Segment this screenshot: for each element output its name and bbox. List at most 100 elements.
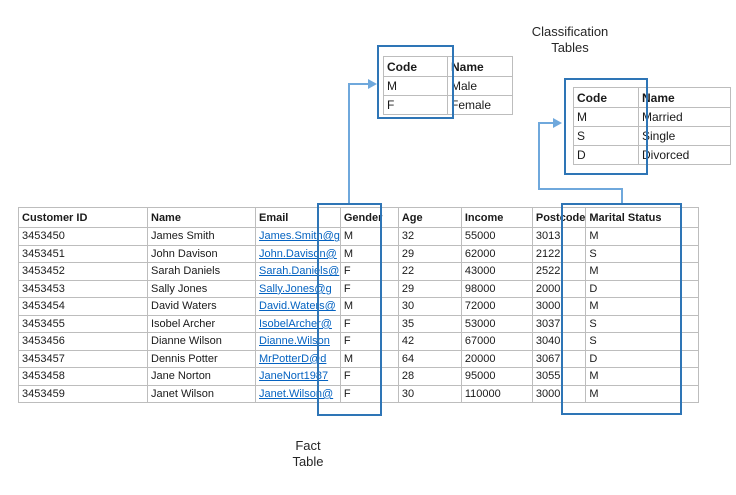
email-link[interactable]: JaneNort1987 xyxy=(255,367,341,386)
cell: 3453452 xyxy=(18,262,148,281)
cell: 43000 xyxy=(460,262,533,281)
column-header: Customer ID xyxy=(18,207,148,228)
column-header: Email xyxy=(255,207,341,228)
column-header: Name xyxy=(638,87,731,108)
cell: 29 xyxy=(397,244,462,263)
cell: 3453454 xyxy=(18,297,148,316)
cell: Isobel Archer xyxy=(147,314,256,333)
cell: 2122 xyxy=(531,244,587,263)
cell: David Waters xyxy=(147,297,256,316)
fact-label-line1: Fact xyxy=(295,438,321,453)
cell: 22 xyxy=(397,262,462,281)
cell: 42 xyxy=(397,332,462,351)
cell: 30 xyxy=(397,297,462,316)
classification-label-line1: Classification xyxy=(531,24,609,39)
email-link[interactable]: IsobelArcher@ xyxy=(255,314,341,333)
cell: 3453453 xyxy=(18,279,148,298)
column-header: Gender xyxy=(339,207,399,228)
marital-connector-bottom-horizontal-line xyxy=(538,188,623,190)
cell: 53000 xyxy=(460,314,533,333)
marital-connector-top-horizontal-line xyxy=(538,122,554,124)
marital-connector-drop-line xyxy=(621,188,623,204)
cell: 64 xyxy=(397,349,462,368)
cell: 55000 xyxy=(460,227,533,246)
cell: 3453451 xyxy=(18,244,148,263)
marital-connector-vertical-line xyxy=(538,122,540,190)
cell: Dianne Wilson xyxy=(147,332,256,351)
cell: James Smith xyxy=(147,227,256,246)
cell: Married xyxy=(638,107,731,127)
column-header: Income xyxy=(460,207,533,228)
email-link[interactable]: Janet.Wilson@ xyxy=(255,384,341,403)
gender-connector-horizontal-line xyxy=(348,83,368,85)
cell: 35 xyxy=(397,314,462,333)
cell: 3453455 xyxy=(18,314,148,333)
classification-tables-label: Classification Tables xyxy=(505,24,635,56)
fact-label-line2: Table xyxy=(292,454,324,469)
cell: 32 xyxy=(397,227,462,246)
cell: 95000 xyxy=(460,367,533,386)
cell: Janet Wilson xyxy=(147,384,256,403)
cell: 67000 xyxy=(460,332,533,351)
cell: 2522 xyxy=(531,262,587,281)
cell: 62000 xyxy=(460,244,533,263)
gender-connector-arrowhead-icon xyxy=(368,79,377,89)
cell: Single xyxy=(638,126,731,146)
cell: 20000 xyxy=(460,349,533,368)
cell: Male xyxy=(447,76,513,96)
fact-marital-status-column-highlight-box xyxy=(561,203,682,415)
cell: 3067 xyxy=(531,349,587,368)
cell: Jane Norton xyxy=(147,367,256,386)
email-link[interactable]: Dianne.Wilson xyxy=(255,332,341,351)
cell: Sally Jones xyxy=(147,279,256,298)
fact-gender-column-highlight-box xyxy=(317,203,382,416)
cell: 3453456 xyxy=(18,332,148,351)
email-link[interactable]: MrPotterD@d xyxy=(255,349,341,368)
marital-connector-arrowhead-icon xyxy=(553,118,562,128)
cell: Dennis Potter xyxy=(147,349,256,368)
classification-label-line2: Tables xyxy=(551,40,589,55)
cell: John Davison xyxy=(147,244,256,263)
cell: 3453459 xyxy=(18,384,148,403)
cell: 3453457 xyxy=(18,349,148,368)
cell: Sarah Daniels xyxy=(147,262,256,281)
marital-code-column-highlight-box xyxy=(564,78,648,175)
gender-code-column-highlight-box xyxy=(377,45,454,119)
column-header: Marital Status xyxy=(585,207,700,228)
cell: 29 xyxy=(397,279,462,298)
column-header: Age xyxy=(397,207,462,228)
cell: 30 xyxy=(397,384,462,403)
cell: 3453458 xyxy=(18,367,148,386)
column-header: Name xyxy=(147,207,256,228)
cell: Female xyxy=(447,95,513,115)
cell: 110000 xyxy=(460,384,533,403)
cell: 72000 xyxy=(460,297,533,316)
cell: 98000 xyxy=(460,279,533,298)
column-header: Name xyxy=(447,56,513,77)
cell: M xyxy=(585,384,700,403)
gender-connector-vertical-line xyxy=(348,83,350,204)
fact-table-label: Fact Table xyxy=(277,438,339,470)
cell: 3040 xyxy=(531,332,587,351)
